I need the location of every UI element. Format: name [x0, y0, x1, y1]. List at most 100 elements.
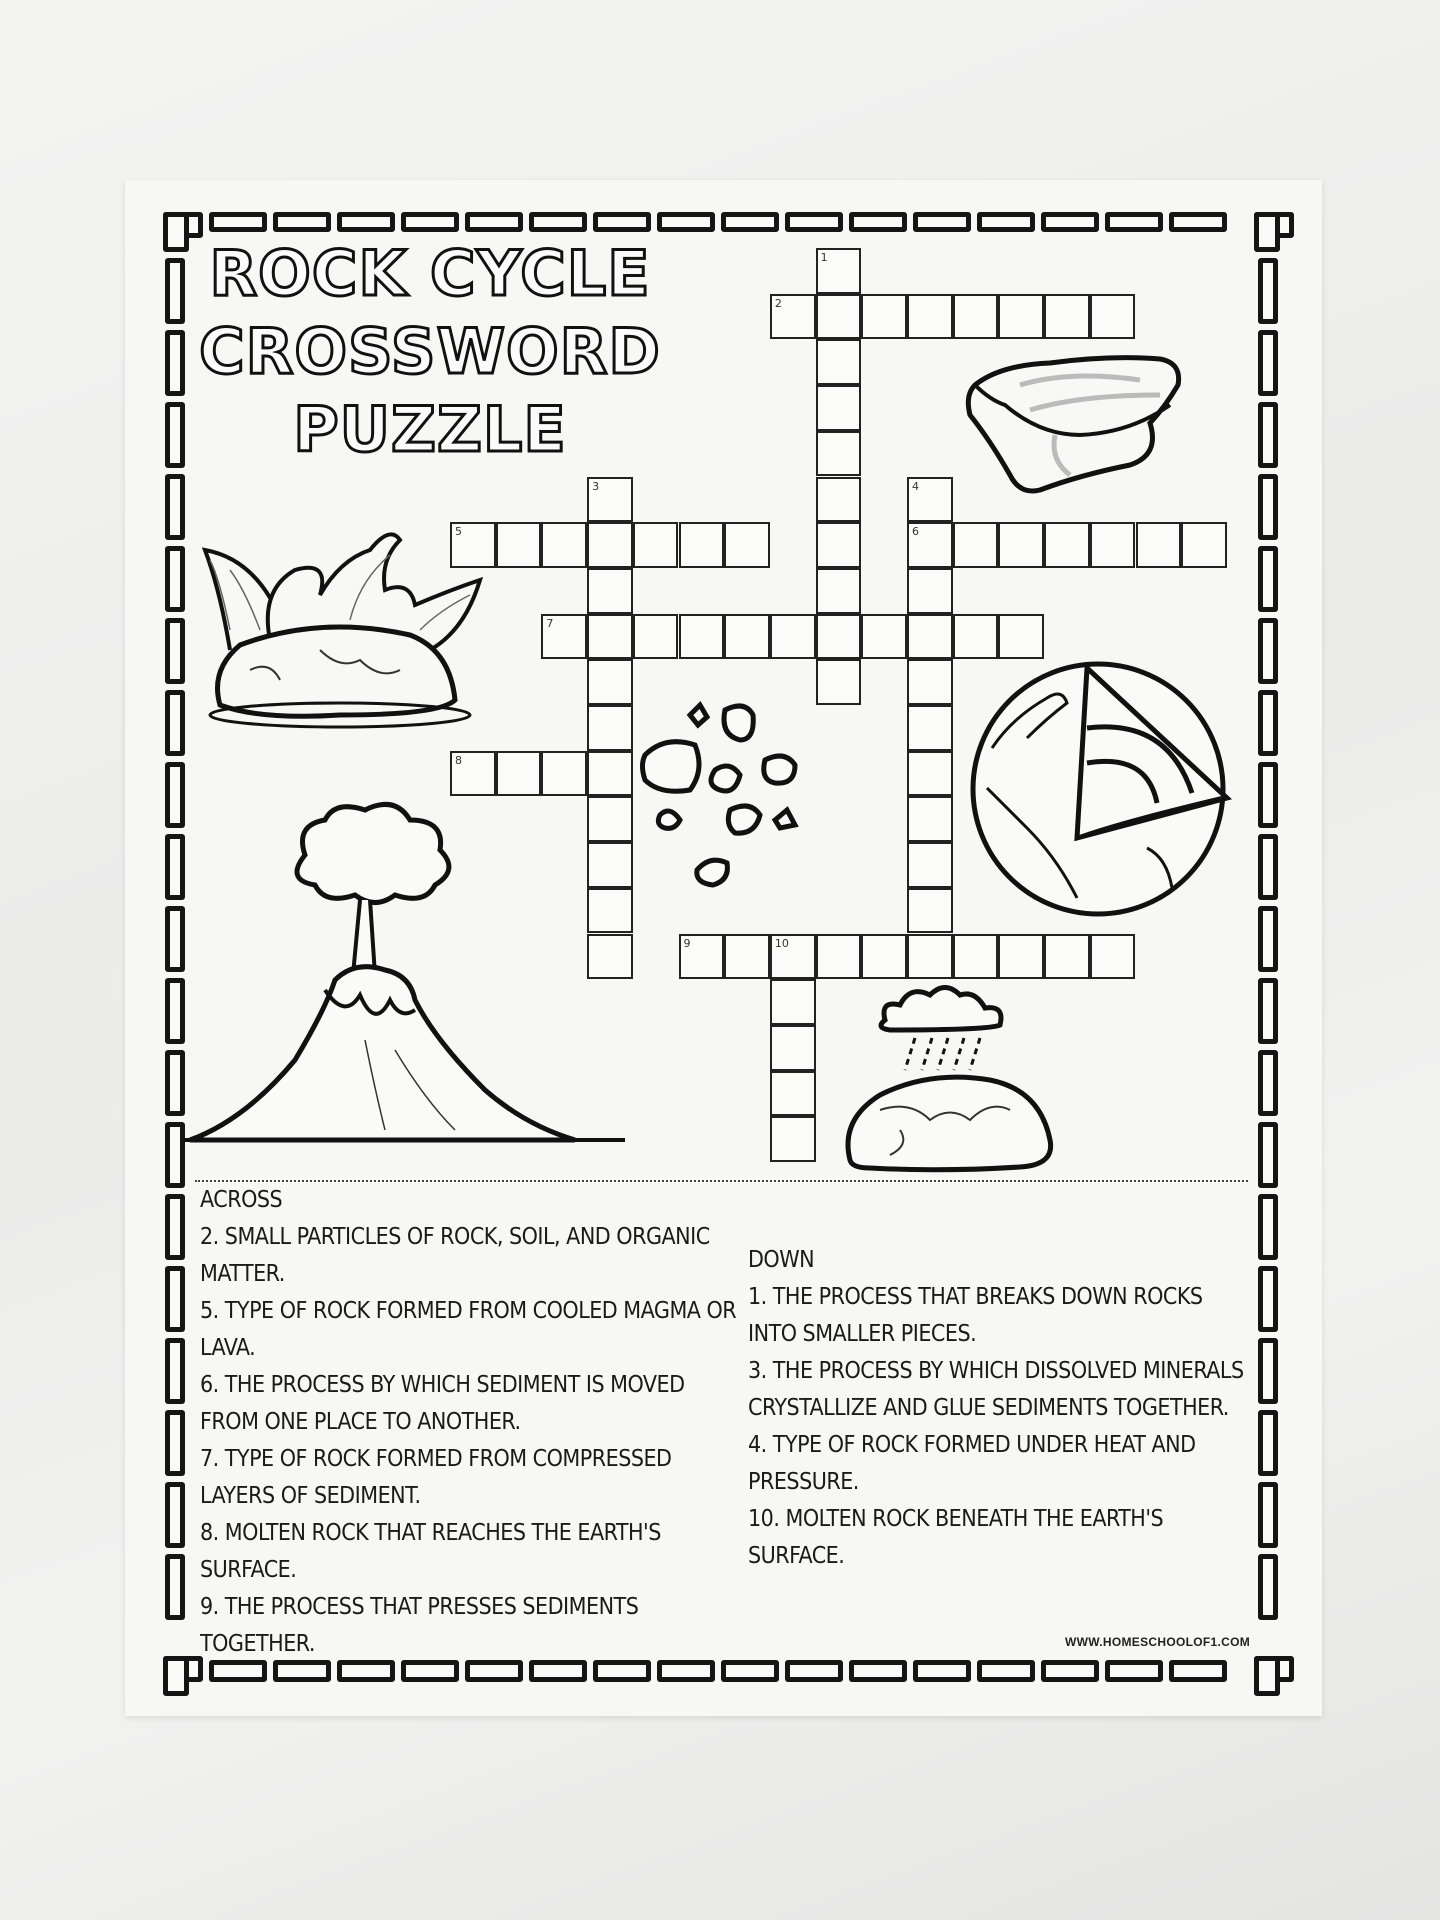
- border-brick: [165, 546, 185, 612]
- crossword-cell[interactable]: [907, 887, 953, 934]
- crossword-cell[interactable]: [861, 613, 907, 660]
- crossword-cell[interactable]: [587, 705, 633, 751]
- border-brick: [165, 402, 185, 468]
- crossword-cell[interactable]: [998, 613, 1045, 660]
- crossword-cell[interactable]: [769, 1070, 816, 1117]
- crossword-cell[interactable]: [587, 933, 633, 980]
- crossword-cell[interactable]: [587, 842, 633, 888]
- crossword-cell[interactable]: [1135, 522, 1182, 568]
- border-brick: [977, 212, 1035, 232]
- crossword-cell[interactable]: [952, 522, 999, 568]
- crossword-cell[interactable]: [587, 659, 633, 705]
- crossword-cell[interactable]: [815, 659, 862, 705]
- border-brick: [1258, 402, 1278, 468]
- border-brick: [785, 212, 843, 232]
- clue-number: 1: [820, 251, 828, 264]
- crossword-cell[interactable]: [952, 613, 999, 660]
- border-brick: [1258, 330, 1278, 396]
- crossword-cell[interactable]: [907, 567, 953, 614]
- crossword-cell[interactable]: [815, 933, 862, 980]
- crossword-cell[interactable]: [1044, 293, 1090, 340]
- border-brick: [1258, 1482, 1278, 1548]
- border-brick: [721, 212, 779, 232]
- crossword-cell[interactable]: 4: [907, 476, 953, 523]
- across-heading: ACROSS: [200, 1187, 283, 1213]
- crossword-cell[interactable]: [724, 613, 770, 660]
- crossword-cell[interactable]: [815, 339, 862, 386]
- crossword-cell[interactable]: [724, 522, 770, 568]
- crossword-cell[interactable]: [1089, 933, 1136, 980]
- crossword-cell[interactable]: 3: [587, 476, 633, 523]
- crossword-cell[interactable]: [952, 933, 999, 980]
- crossword-cell[interactable]: [587, 613, 633, 660]
- crossword-cell[interactable]: [495, 750, 542, 797]
- crossword-cell[interactable]: [815, 385, 862, 431]
- down-heading: DOWN: [748, 1247, 815, 1273]
- border-brick: [1105, 212, 1163, 232]
- crossword-cell[interactable]: [815, 293, 862, 340]
- crossword-cell[interactable]: [815, 522, 862, 568]
- title-line-2: CROSSWORD: [198, 314, 662, 390]
- crossword-cell[interactable]: [1044, 933, 1090, 980]
- crossword-cell[interactable]: [952, 293, 999, 340]
- crossword-cell[interactable]: 7: [541, 613, 588, 660]
- crossword-cell[interactable]: [495, 522, 542, 568]
- crossword-cell[interactable]: [1181, 522, 1227, 568]
- crossword-cell[interactable]: [769, 979, 816, 1025]
- border-brick: [401, 1660, 459, 1682]
- crossword-cell[interactable]: 2: [769, 293, 816, 340]
- crossword-cell[interactable]: [541, 522, 588, 568]
- crossword-cell[interactable]: [907, 705, 953, 751]
- crossword-cell[interactable]: 6: [907, 522, 953, 568]
- crossword-cell[interactable]: [678, 613, 725, 660]
- crossword-cell[interactable]: [907, 293, 953, 340]
- erupting-volcano-icon: [185, 801, 625, 1143]
- crossword-cell[interactable]: [998, 522, 1045, 568]
- crossword-cell[interactable]: [769, 613, 816, 660]
- across-clue-8: 8. MOLTEN ROCK THAT REACHES THE EARTH'S …: [200, 1520, 661, 1583]
- crossword-cell[interactable]: [907, 933, 953, 980]
- border-brick: [337, 212, 395, 232]
- border-brick: [165, 1554, 185, 1620]
- crossword-cell[interactable]: [769, 1024, 816, 1071]
- crossword-cell[interactable]: [861, 933, 907, 980]
- crossword-cell[interactable]: [907, 659, 953, 705]
- crossword-cell[interactable]: [907, 750, 953, 797]
- crossword-cell[interactable]: [587, 750, 633, 797]
- crossword-cell[interactable]: [769, 1116, 816, 1162]
- crossword-cell[interactable]: [1089, 293, 1136, 340]
- border-corner: [1254, 1656, 1280, 1696]
- crossword-cell[interactable]: [907, 842, 953, 888]
- crossword-cell[interactable]: [907, 613, 953, 660]
- crossword-cell[interactable]: [632, 613, 679, 660]
- border-brick: [593, 212, 651, 232]
- crossword-cell[interactable]: [815, 613, 862, 660]
- border-brick: [165, 762, 185, 828]
- crossword-cell[interactable]: 10: [769, 933, 816, 980]
- crossword-cell[interactable]: [998, 933, 1045, 980]
- crossword-cell[interactable]: [587, 567, 633, 614]
- crossword-cell[interactable]: 9: [678, 933, 725, 980]
- crossword-cell[interactable]: [724, 933, 770, 980]
- crossword-cell[interactable]: [815, 430, 862, 477]
- crossword-cell[interactable]: [587, 522, 633, 568]
- crossword-cell[interactable]: 1: [815, 248, 862, 294]
- crossword-cell[interactable]: [1089, 522, 1136, 568]
- crossword-cell[interactable]: [907, 796, 953, 843]
- crossword-cell[interactable]: [1044, 522, 1090, 568]
- across-clue-6: 6. THE PROCESS BY WHICH SEDIMENT IS MOVE…: [200, 1372, 685, 1435]
- crossword-cell[interactable]: [587, 887, 633, 934]
- crossword-cell[interactable]: [815, 567, 862, 614]
- crossword-cell[interactable]: [632, 522, 679, 568]
- rock-rain-cloud-icon: [845, 985, 1054, 1173]
- crossword-cell[interactable]: [541, 750, 588, 797]
- crossword-cell[interactable]: 8: [450, 750, 496, 797]
- crossword-cell[interactable]: 5: [450, 522, 496, 568]
- crossword-cell[interactable]: [861, 293, 907, 340]
- border-brick: [1258, 1554, 1278, 1620]
- crossword-cell[interactable]: [815, 476, 862, 523]
- title-line-3: PUZZLE: [292, 392, 568, 468]
- crossword-cell[interactable]: [998, 293, 1045, 340]
- crossword-cell[interactable]: [587, 796, 633, 843]
- crossword-cell[interactable]: [678, 522, 725, 568]
